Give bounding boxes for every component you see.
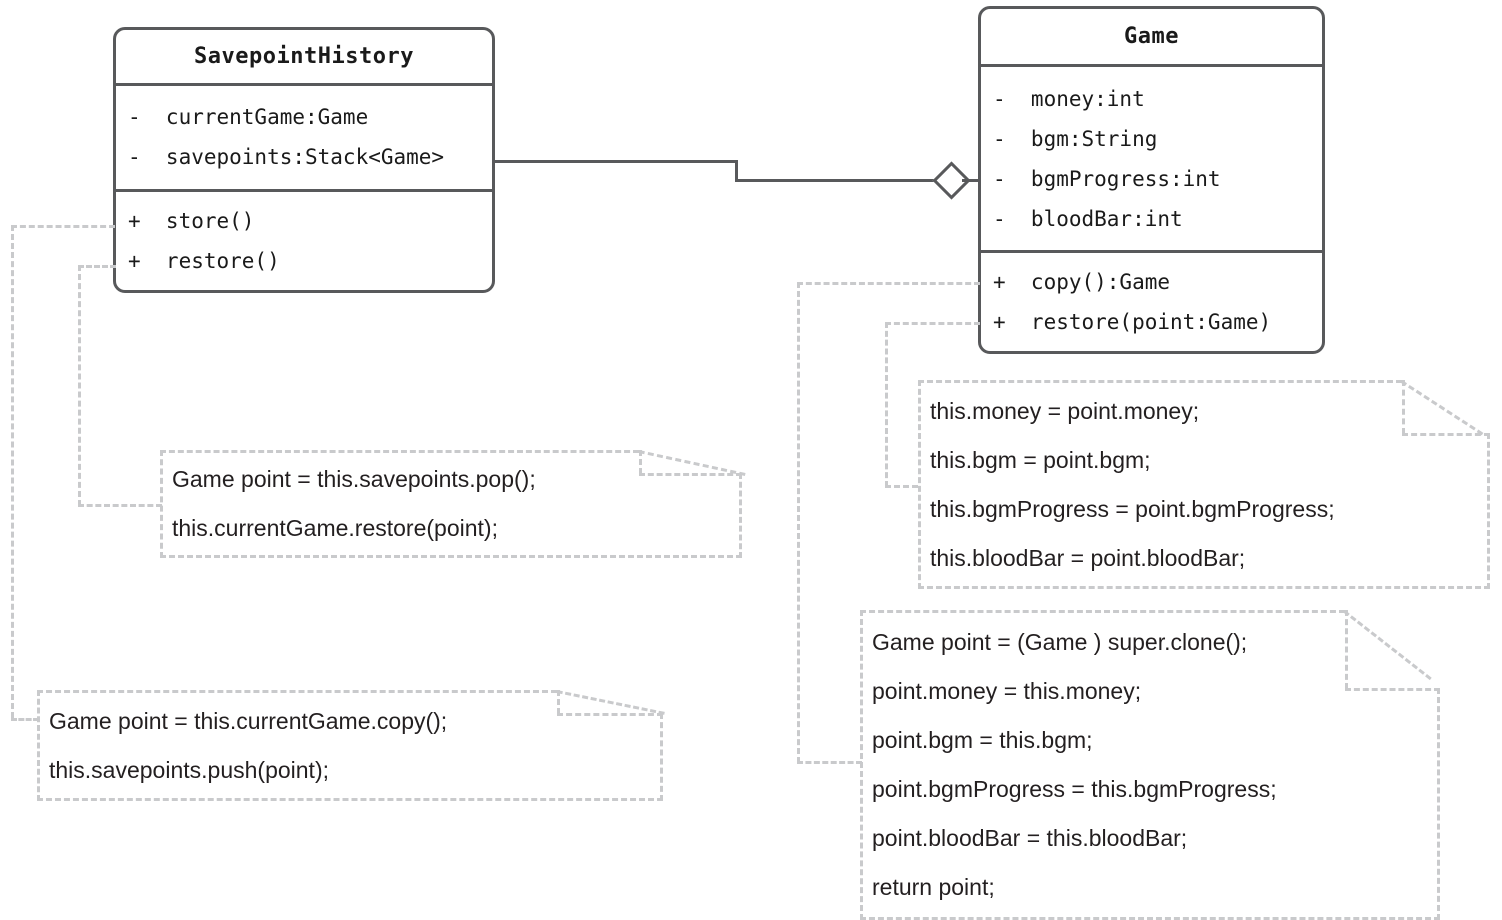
note-fold-vertical bbox=[1345, 610, 1348, 689]
leader-restore-vertical bbox=[78, 265, 81, 506]
note-line: this.money = point.money; bbox=[930, 397, 1200, 424]
attribute-row: - bloodBar:int bbox=[993, 206, 1183, 231]
note-line: point.bgmProgress = this.bgmProgress; bbox=[872, 776, 1277, 802]
methods-compartment-savepointhistory: + store() + restore() bbox=[116, 192, 492, 290]
note-edge-top bbox=[860, 610, 1345, 613]
class-box-savepointhistory[interactable]: SavepointHistory - currentGame:Game - sa… bbox=[113, 27, 495, 293]
class-divider bbox=[116, 82, 492, 86]
class-divider bbox=[981, 250, 1322, 253]
leader-store-vertical bbox=[11, 225, 14, 718]
note-edge-bottom bbox=[37, 798, 663, 801]
association-line-to-game bbox=[962, 179, 980, 182]
note-fold-horizontal bbox=[639, 473, 742, 476]
class-title-savepointhistory: SavepointHistory bbox=[194, 43, 414, 69]
attribute-row: - currentGame:Game bbox=[128, 105, 369, 130]
note-fold-vertical bbox=[557, 690, 560, 714]
note-line: this.bloodBar = point.bloodBar; bbox=[930, 544, 1246, 571]
attributes-compartment-game: - money:int - bgm:String - bgmProgress:i… bbox=[981, 67, 1322, 250]
leader-store-horizontal-bottom bbox=[11, 718, 39, 721]
attribute-row: - savepoints:Stack<Game> bbox=[128, 145, 445, 170]
leader-copy-vertical bbox=[797, 282, 800, 763]
note-fold-vertical bbox=[1402, 380, 1405, 434]
note-edge-right bbox=[660, 713, 663, 801]
note-line: point.money = this.money; bbox=[872, 678, 1142, 704]
note-line: return point; bbox=[872, 874, 995, 900]
note-fold-vertical bbox=[639, 450, 642, 474]
note-fold-horizontal bbox=[557, 713, 663, 716]
note-line: point.bloodBar = this.bloodBar; bbox=[872, 825, 1188, 851]
method-row-copy[interactable]: + copy():Game bbox=[993, 270, 1171, 294]
methods-compartment-game: + copy():Game + restore(point:Game) bbox=[981, 253, 1322, 351]
note-edge-left bbox=[918, 380, 921, 589]
attribute-row: - bgmProgress:int bbox=[993, 166, 1221, 191]
note-line: this.savepoints.push(point); bbox=[49, 756, 329, 783]
note-edge-bottom bbox=[160, 555, 742, 558]
class-title-game: Game bbox=[1124, 24, 1179, 49]
note-edge-bottom bbox=[918, 586, 1490, 589]
note-copy-game[interactable]: Game point = (Game ) super.clone(); poin… bbox=[860, 610, 1440, 920]
leader-restore-horizontal-bottom bbox=[78, 504, 162, 507]
note-restore-history[interactable]: Game point = this.savepoints.pop(); this… bbox=[160, 450, 746, 558]
note-edge-left bbox=[37, 690, 40, 801]
class-box-game[interactable]: Game - money:int - bgm:String - bgmProgr… bbox=[978, 6, 1325, 354]
note-text-block: Game point = this.currentGame.copy(); th… bbox=[49, 690, 655, 801]
method-row-restore[interactable]: + restore(point:Game) bbox=[993, 310, 1272, 334]
attributes-compartment-savepointhistory: - currentGame:Game - savepoints:Stack<Ga… bbox=[116, 86, 492, 189]
note-line: this.bgmProgress = point.bgmProgress; bbox=[930, 495, 1335, 522]
note-line: Game point = this.currentGame.copy(); bbox=[49, 707, 448, 734]
note-edge-top bbox=[37, 690, 557, 693]
attribute-row: - bgm:String bbox=[993, 126, 1158, 151]
note-line: this.currentGame.restore(point); bbox=[172, 515, 498, 541]
association-line-vertical-step bbox=[735, 160, 738, 182]
note-edge-right bbox=[739, 473, 742, 558]
note-edge-left bbox=[860, 610, 863, 920]
association-line-horizontal-lower bbox=[735, 179, 939, 182]
association-line-horizontal-upper bbox=[495, 160, 738, 163]
note-edge-top bbox=[160, 450, 639, 453]
note-text-block: Game point = (Game ) super.clone(); poin… bbox=[872, 610, 1432, 920]
note-edge-bottom bbox=[860, 917, 1440, 920]
note-fold-horizontal bbox=[1345, 688, 1440, 691]
method-row-restore[interactable]: + restore() bbox=[128, 249, 280, 273]
note-line: point.bgm = this.bgm; bbox=[872, 727, 1093, 753]
method-row-store[interactable]: + store() bbox=[128, 209, 255, 233]
leader-store-horizontal-top bbox=[11, 225, 115, 228]
note-text-block: Game point = this.savepoints.pop(); this… bbox=[172, 450, 734, 558]
note-edge-top bbox=[918, 380, 1402, 383]
note-line: this.bgm = point.bgm; bbox=[930, 446, 1151, 473]
leader-game-restore-horizontal-top bbox=[885, 322, 980, 325]
note-line: Game point = this.savepoints.pop(); bbox=[172, 466, 536, 492]
attribute-row: - money:int bbox=[993, 86, 1145, 111]
leader-copy-horizontal-top bbox=[797, 282, 980, 285]
leader-copy-horizontal-bottom bbox=[797, 761, 862, 764]
note-restore-game[interactable]: this.money = point.money; this.bgm = poi… bbox=[918, 380, 1490, 589]
leader-game-restore-vertical bbox=[885, 322, 888, 487]
note-edge-right bbox=[1487, 433, 1490, 589]
class-divider bbox=[116, 189, 492, 192]
note-edge-left bbox=[160, 450, 163, 558]
note-line: Game point = (Game ) super.clone(); bbox=[872, 629, 1248, 655]
leader-game-restore-horizontal-bottom bbox=[885, 485, 918, 488]
note-store-history[interactable]: Game point = this.currentGame.copy(); th… bbox=[37, 690, 665, 801]
note-fold-horizontal bbox=[1402, 433, 1490, 436]
class-divider bbox=[981, 64, 1322, 67]
leader-restore-horizontal-top bbox=[78, 265, 116, 268]
note-edge-right bbox=[1437, 688, 1440, 920]
note-text-block: this.money = point.money; this.bgm = poi… bbox=[930, 380, 1482, 589]
